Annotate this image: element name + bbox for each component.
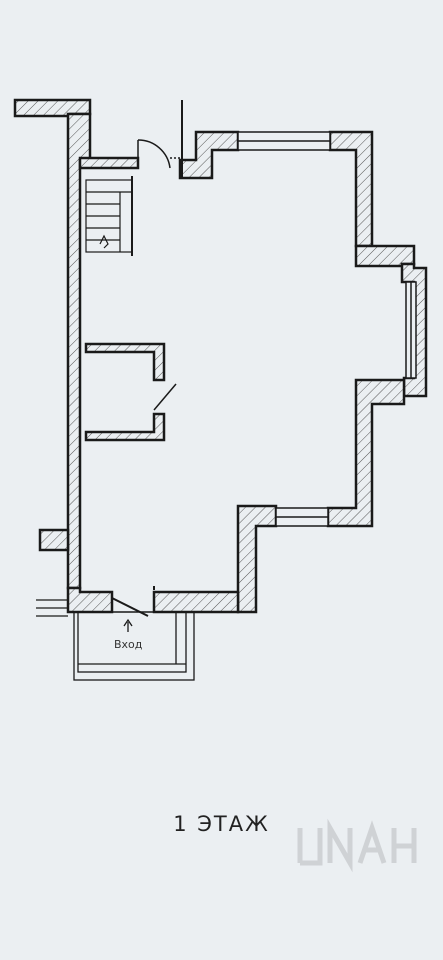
wall-top-right-b xyxy=(328,130,374,248)
floor-title: 1 ЭТАЖ xyxy=(173,812,270,836)
wall-bottom-left xyxy=(66,586,114,614)
wall-interior-top xyxy=(84,342,166,382)
wall-top-right-a xyxy=(178,130,240,180)
windows xyxy=(237,131,417,527)
wall-right-lower xyxy=(236,504,278,614)
wall-interior-bottom xyxy=(84,412,166,442)
watermark-logo-icon xyxy=(297,818,417,873)
wall-left-lower xyxy=(38,528,70,552)
entrance xyxy=(36,586,195,681)
exterior-walls xyxy=(13,98,428,614)
inner-door xyxy=(153,383,177,411)
top-door xyxy=(137,100,183,178)
porch-inner xyxy=(77,611,187,673)
staircase xyxy=(85,176,133,256)
wall-bottom-right xyxy=(152,590,240,614)
entrance-label: Вход xyxy=(114,638,143,651)
wall-top-mid xyxy=(78,156,140,170)
wall-bay-bottom xyxy=(326,378,406,528)
